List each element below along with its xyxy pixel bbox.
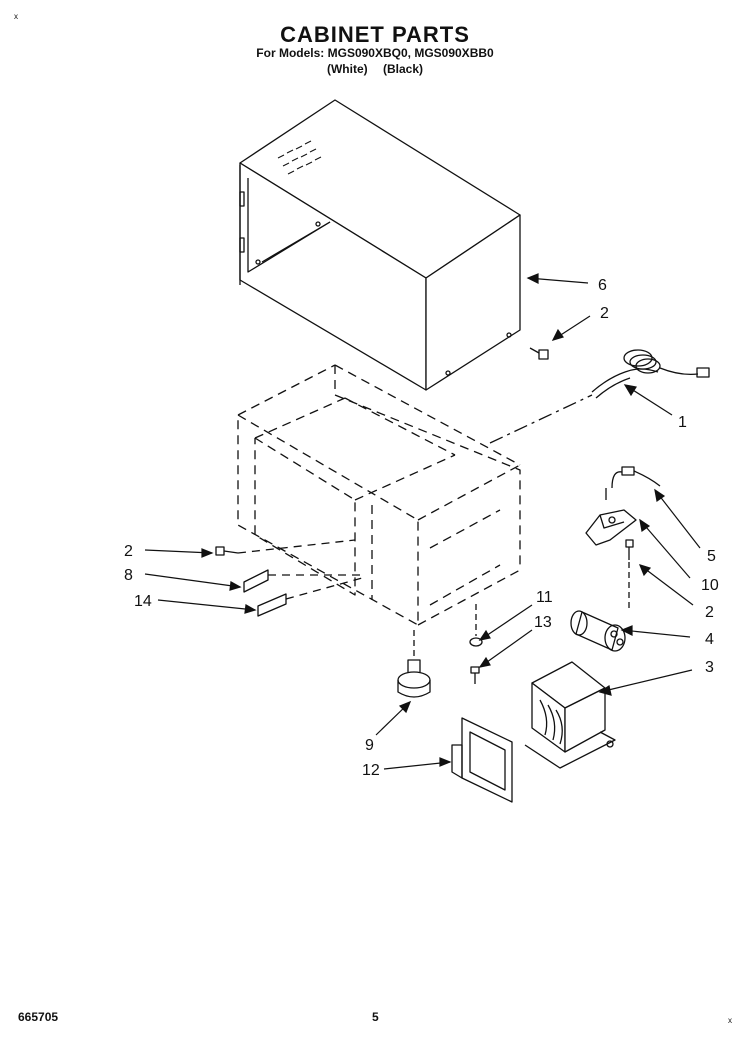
callout-10: 10	[701, 577, 719, 594]
model-list: For Models: MGS090XBQ0, MGS090XBB0	[256, 46, 494, 60]
leader-lines	[144, 273, 701, 770]
latch-bracket-part	[257, 577, 363, 617]
hinge-bracket-part	[243, 569, 360, 593]
callout-9: 9	[365, 737, 374, 754]
callout-2: 2	[600, 305, 609, 322]
callout-11: 11	[536, 589, 553, 606]
capacitor-bracket-part	[585, 509, 637, 546]
callout-8: 8	[124, 567, 133, 584]
corner-mark: x	[728, 1016, 732, 1025]
color-white-label: (White)	[326, 62, 368, 76]
callout-13: 13	[534, 614, 552, 631]
model-colors: (White) (Black)	[0, 62, 750, 76]
bracket-screw-part	[625, 539, 634, 608]
left-screw-part	[215, 539, 356, 556]
screw-part	[470, 666, 480, 684]
callout-1: 1	[678, 414, 687, 431]
foot-part	[397, 630, 431, 698]
cabinet-screw-part	[529, 347, 549, 360]
callout-5: 5	[707, 548, 716, 565]
corner-mark: x	[14, 12, 18, 21]
callout-4: 4	[705, 631, 714, 648]
color-black-label: (Black)	[382, 62, 423, 76]
callout-2: 2	[124, 543, 133, 560]
page-number: 5	[372, 1010, 379, 1024]
callout-12: 12	[362, 762, 380, 779]
oven-cavity-outline	[237, 364, 521, 626]
power-cord-part	[591, 349, 710, 399]
callout-3: 3	[705, 659, 714, 676]
callout-labels: 6 2 1 5 10 2 4 3 2 8 14 11 13 9 12	[124, 277, 719, 779]
washer-part	[469, 604, 483, 647]
transformer-part	[524, 661, 616, 769]
capacitor-fuse-part	[605, 466, 661, 500]
page-title: CABINET PARTS	[280, 22, 470, 47]
mounting-plate-part	[451, 717, 513, 803]
callout-2: 2	[705, 604, 714, 621]
cabinet-wrapper-part	[239, 99, 521, 391]
callout-14: 14	[134, 593, 152, 610]
document-number: 665705	[18, 1010, 59, 1024]
callout-6: 6	[598, 277, 607, 294]
capacitor-part	[570, 610, 626, 652]
